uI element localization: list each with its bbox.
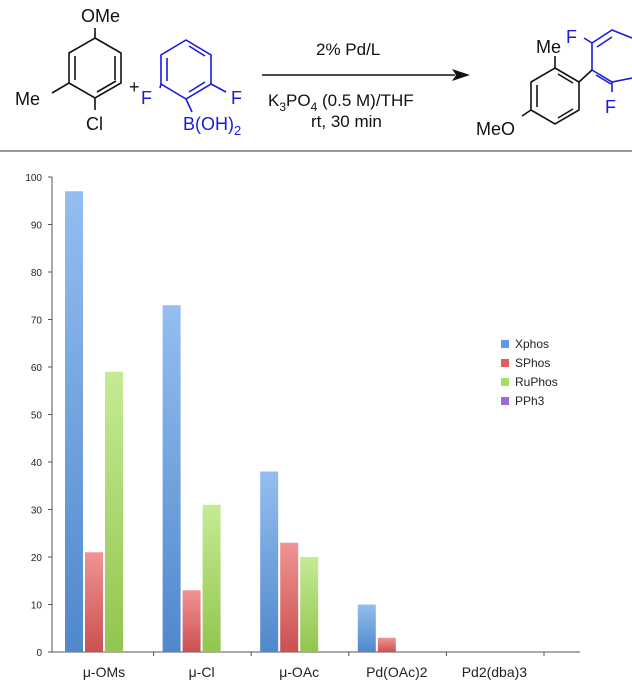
- reactant-1-structure: [51, 28, 122, 110]
- legend-swatch: [501, 378, 509, 386]
- y-tick-label: 50: [31, 411, 43, 422]
- y-tick-label: 40: [31, 458, 43, 469]
- y-tick-label: 20: [31, 553, 43, 564]
- bar-sphos-2: [280, 542, 299, 652]
- x-tick-label: μ-OAc: [279, 664, 319, 680]
- boronic-acid-main: B(OH): [183, 114, 234, 134]
- reactant-1-me-label: Me: [15, 89, 40, 109]
- base-po: PO: [286, 91, 311, 110]
- legend-swatch: [501, 397, 509, 405]
- bar-ruphos-0: [105, 371, 123, 652]
- base-k-subscript: 3: [279, 100, 286, 114]
- base-k: K: [268, 91, 280, 110]
- bar-sphos-0: [85, 552, 103, 652]
- legend-label: PPh3: [515, 394, 545, 408]
- bar-xphos-2: [260, 471, 279, 652]
- reactant-2-structure: [159, 39, 227, 113]
- x-tick-label: Pd2(dba)3: [462, 664, 528, 680]
- legend-swatch: [501, 340, 509, 348]
- boronic-acid-subscript: 2: [234, 123, 241, 138]
- y-tick-label: 70: [31, 316, 43, 327]
- y-tick-label: 0: [36, 648, 42, 659]
- plus-sign: +: [129, 77, 140, 97]
- base-solvent-label: K3PO4 (0.5 M)/THF: [268, 91, 414, 114]
- chart-bars: [65, 191, 396, 652]
- reactant-1-ome-label: OMe: [81, 6, 120, 26]
- product-fluoro-ring: [583, 29, 632, 92]
- time-label: rt, 30 min: [311, 112, 382, 131]
- reactant-2-f-right-label: F: [231, 88, 242, 108]
- base-rest: (0.5 M)/THF: [317, 91, 413, 110]
- bar-sphos-3: [377, 637, 396, 652]
- section-divider: [0, 150, 632, 152]
- legend-label: Xphos: [515, 337, 549, 351]
- bar-sphos-1: [182, 590, 201, 652]
- bar-xphos-0: [65, 191, 83, 652]
- y-tick-label: 100: [25, 173, 42, 184]
- legend-label: SPhos: [515, 356, 550, 370]
- y-tick-label: 90: [31, 221, 43, 232]
- x-tick-label: μ-OMs: [83, 664, 125, 680]
- catalyst-label: 2% Pd/L: [316, 40, 380, 59]
- base-po-subscript: 4: [311, 100, 318, 114]
- legend-swatch: [501, 359, 509, 367]
- chart-axes: 0 10 20 30 40 50 60 70 80 90 100 μ-OMs μ-Cl μ-OAc Pd(O…: [25, 173, 580, 680]
- y-tick-label: 10: [31, 601, 43, 612]
- y-tick-label: 30: [31, 506, 43, 517]
- reaction-arrow: [262, 69, 470, 81]
- x-tick-label: Pd(OAc)2: [366, 664, 428, 680]
- reactant-1-cl-label: Cl: [86, 114, 103, 134]
- y-tick-label: 80: [31, 268, 43, 279]
- reaction-scheme: OMe Me Cl + F F B(OH)2 2% Pd/L K3PO4 (0.…: [15, 6, 632, 139]
- product-f-top-label: F: [566, 27, 577, 47]
- bar-ruphos-2: [300, 557, 319, 652]
- bar-xphos-3: [357, 604, 376, 652]
- product-meo-label: MeO: [476, 119, 515, 139]
- boronic-acid-label: B(OH)2: [183, 114, 241, 138]
- legend-label: RuPhos: [515, 375, 558, 389]
- product-f-bottom-label: F: [605, 97, 616, 117]
- x-tick-label: μ-Cl: [189, 664, 215, 680]
- bar-ruphos-1: [202, 504, 221, 652]
- product-structure: [521, 56, 593, 125]
- bar-xphos-1: [162, 305, 181, 652]
- y-tick-label: 60: [31, 363, 43, 374]
- product-me-label: Me: [536, 37, 561, 57]
- reactant-2-f-left-label: F: [141, 88, 152, 108]
